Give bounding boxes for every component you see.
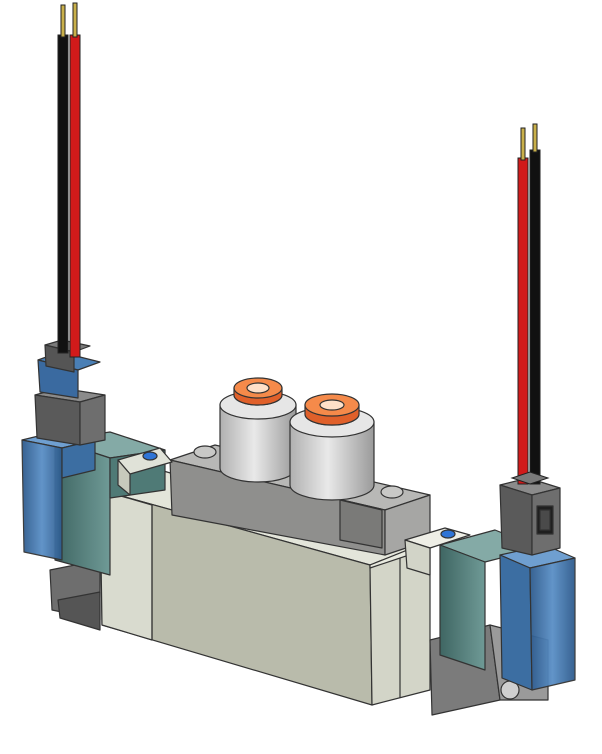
- wires-right: [510, 123, 550, 485]
- screw-icon: [193, 445, 217, 459]
- solenoid-left: [21, 339, 173, 631]
- solenoid-right: [404, 477, 576, 716]
- screw-icon: [380, 485, 404, 499]
- indicator-light-icon: [440, 529, 456, 539]
- port-fitting-right: [289, 393, 375, 501]
- indicator-light-icon: [142, 451, 158, 461]
- port-fitting-left: [219, 377, 297, 483]
- wires-left: [57, 2, 81, 358]
